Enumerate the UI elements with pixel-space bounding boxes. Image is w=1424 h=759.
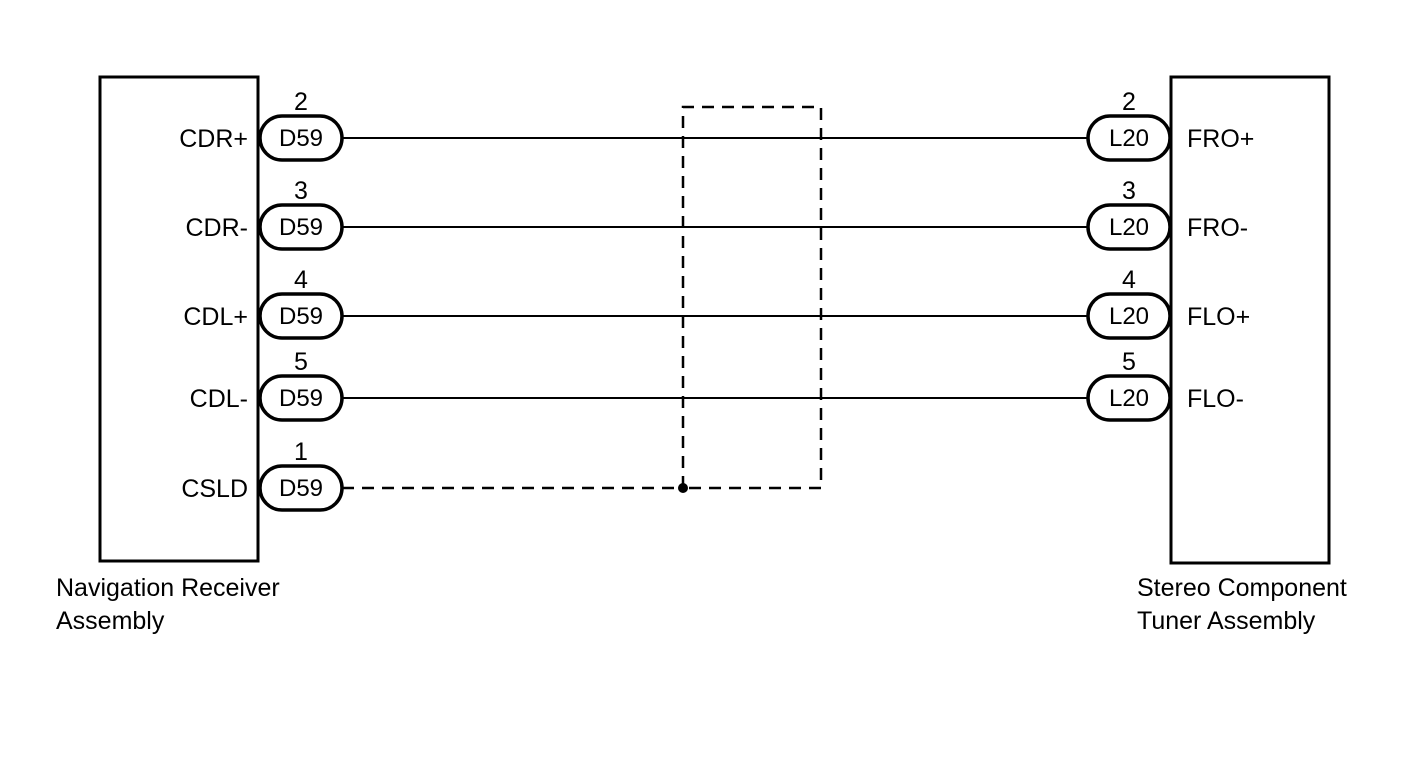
left-component-name-line2: Assembly: [56, 607, 165, 635]
right-signal-label: FRO+: [1187, 125, 1254, 153]
right-connector-pill: [1086, 114, 1172, 162]
left-connector-pill: [258, 464, 344, 512]
right-connector-label: L20: [1109, 385, 1149, 412]
right-component-name-line1: Stereo Component: [1137, 574, 1347, 602]
left-connector-label: D59: [279, 303, 323, 330]
right-pin-number: 4: [1122, 266, 1136, 294]
left-pin-number: 2: [294, 88, 308, 116]
left-signal-label: CDL+: [183, 303, 248, 331]
left-pin-number: 5: [294, 348, 308, 376]
left-connector-label: D59: [279, 385, 323, 412]
right-connector-pill: [1086, 374, 1172, 422]
left-component-name-line1: Navigation Receiver: [56, 574, 280, 602]
right-connectors: 2 L20 FRO+ 3 L20 FRO- 4 L20 FLO+ 5 L20 F…: [1086, 88, 1254, 422]
right-connector-pill: [1086, 292, 1172, 340]
left-connectors: 2 CDR+ D59 3 CDR- D59 4 CDL+ D59 5 CDL- …: [179, 88, 344, 512]
navigation-receiver-box: [98, 75, 260, 563]
left-connector-pill: [258, 292, 344, 340]
left-signal-label: CSLD: [181, 475, 248, 503]
left-signal-label: CDL-: [190, 385, 248, 413]
left-signal-label: CDR-: [186, 214, 249, 242]
right-connector-label: L20: [1109, 303, 1149, 330]
left-pin-number: 3: [294, 177, 308, 205]
left-connector-pill: [258, 203, 344, 251]
right-component-name-line2: Tuner Assembly: [1137, 607, 1316, 635]
right-connector-label: L20: [1109, 125, 1149, 152]
shield-junction-dot: [678, 483, 688, 493]
right-pin-number: 2: [1122, 88, 1136, 116]
left-pin-number: 1: [294, 438, 308, 466]
left-connector-pill: [258, 374, 344, 422]
right-pin-number: 5: [1122, 348, 1136, 376]
right-connector-label: L20: [1109, 214, 1149, 241]
right-signal-label: FLO-: [1187, 385, 1244, 413]
shield-outline: [681, 105, 823, 490]
left-connector-label: D59: [279, 214, 323, 241]
left-connector-label: D59: [279, 475, 323, 502]
left-connector-pill: [258, 114, 344, 162]
right-pin-number: 3: [1122, 177, 1136, 205]
signal-wires: [342, 137, 1088, 399]
left-pin-number: 4: [294, 266, 308, 294]
left-connector-label: D59: [279, 125, 323, 152]
right-signal-label: FRO-: [1187, 214, 1248, 242]
right-signal-label: FLO+: [1187, 303, 1250, 331]
left-signal-label: CDR+: [179, 125, 248, 153]
right-connector-pill: [1086, 203, 1172, 251]
stereo-tuner-box: [1169, 75, 1331, 565]
